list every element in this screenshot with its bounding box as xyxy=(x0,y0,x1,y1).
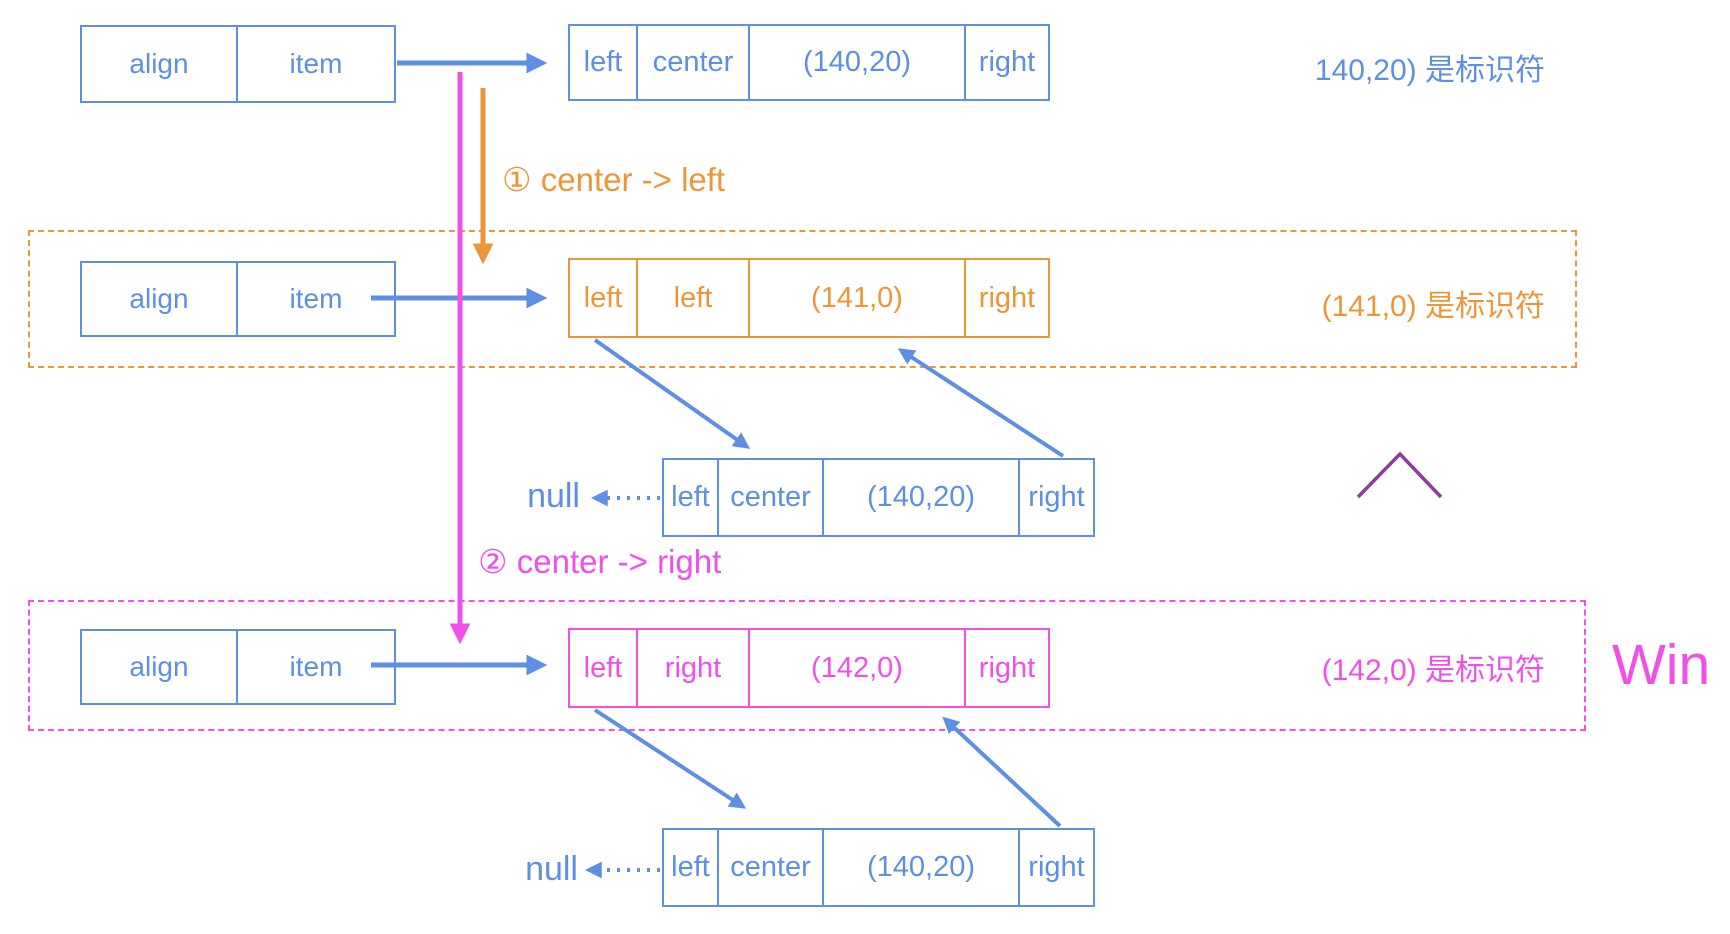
node-cell-id: (142,0) xyxy=(750,630,966,706)
caret-icon xyxy=(1356,451,1443,499)
pointer-cell-align: align xyxy=(82,27,239,101)
node-cell-id: (140,20) xyxy=(750,26,966,99)
pointer-box-row1: align item xyxy=(80,25,396,103)
pointer-cell-align: align xyxy=(82,263,239,335)
step1-label: ① center -> left xyxy=(502,161,726,198)
node-cell-right: right xyxy=(978,651,1036,684)
node-box-row3: left right (142,0) right xyxy=(568,628,1050,708)
node-box-mid: left center (140,20) right xyxy=(662,458,1095,537)
group-frame-step2 xyxy=(28,600,1586,731)
node-cell-center: center xyxy=(719,830,824,905)
win-label: Win xyxy=(1612,633,1711,697)
pointer-cell-item: item xyxy=(289,48,343,79)
node-box-row2: left left (141,0) right xyxy=(568,258,1050,338)
node-box-row1: left center (140,20) right xyxy=(568,24,1050,101)
node-cell-center: center xyxy=(719,460,824,535)
node-cell-right: right xyxy=(1028,481,1085,513)
arrow-bottom-right-to-row3-node xyxy=(942,716,1062,828)
node-cell-right: right xyxy=(1028,851,1085,883)
node-box-bottom: left center (140,20) right xyxy=(662,828,1095,907)
node-cell-left: left xyxy=(570,630,638,706)
step2-label: ② center -> right xyxy=(478,543,722,580)
node-cell-center: right xyxy=(638,630,750,706)
node-cell-left: left xyxy=(664,830,719,905)
node-cell-left: left xyxy=(570,260,638,336)
node-cell-left: left xyxy=(570,26,638,99)
null-label-bottom: null xyxy=(525,850,578,888)
identifier-note-row2: (141,0) 是标识符 xyxy=(1321,290,1545,323)
node-cell-id: (140,20) xyxy=(824,830,1020,905)
group-frame-step1 xyxy=(28,230,1577,368)
identifier-note-row3: (142,0) 是标识符 xyxy=(1321,654,1545,687)
node-cell-left: left xyxy=(664,460,719,535)
pointer-cell-item: item xyxy=(289,283,343,314)
node-cell-center: left xyxy=(638,260,750,336)
pointer-cell-align: align xyxy=(82,631,239,703)
pointer-box-row2: align item xyxy=(80,261,396,337)
node-cell-id: (140,20) xyxy=(824,460,1020,535)
node-cell-right: right xyxy=(978,46,1036,78)
pointer-cell-item: item xyxy=(289,651,343,682)
node-cell-center: center xyxy=(638,26,750,99)
identifier-note-row1: 140,20) 是标识符 xyxy=(1314,54,1545,87)
null-label-mid: null xyxy=(527,477,580,515)
node-cell-id: (141,0) xyxy=(750,260,966,336)
pointer-box-row3: align item xyxy=(80,629,396,705)
node-cell-right: right xyxy=(978,281,1036,314)
